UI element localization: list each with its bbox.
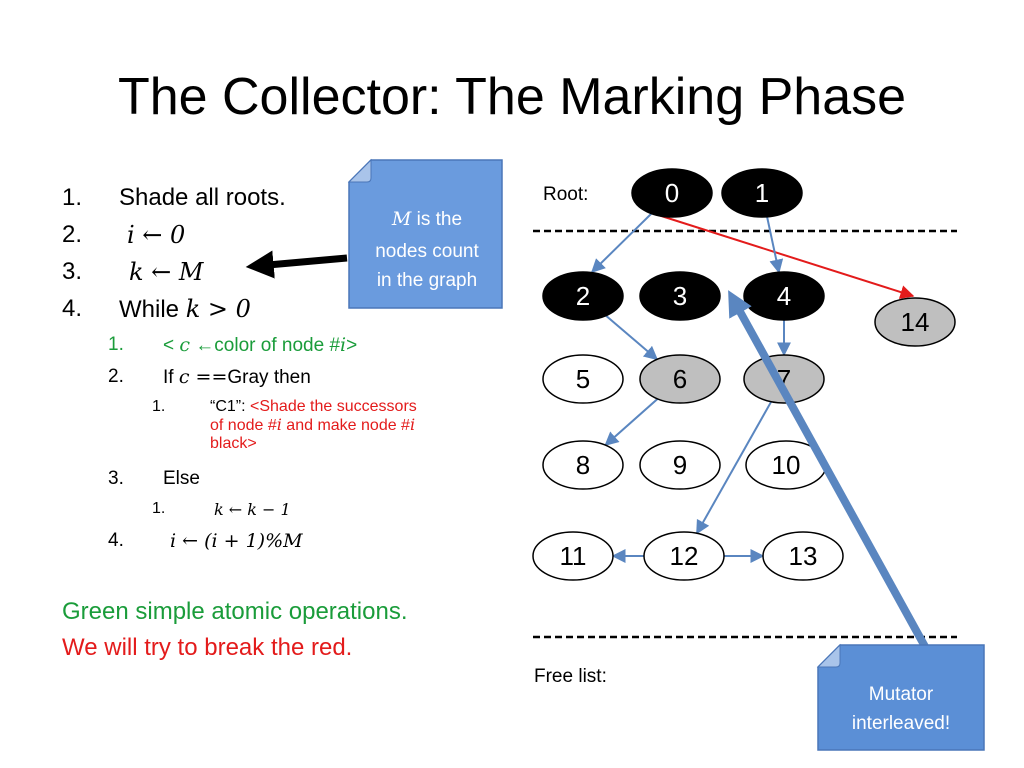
substep-2-1-red-line2b: and make node # (281, 417, 410, 434)
nodes-count-callout-line2: nodes count (375, 241, 479, 262)
graph-node-5: 5 (542, 354, 624, 404)
substep-2-1-number: 1. (152, 398, 166, 415)
step-3-number: 3. (62, 258, 83, 285)
graph-node-11-label: 11 (560, 541, 587, 571)
graph-node-14-shape (874, 297, 956, 347)
graph-node-10-label: 10 (772, 450, 801, 480)
edge-2-to-6 (601, 311, 659, 361)
graph-node-14-label: 14 (901, 307, 930, 337)
step-2-number: 2. (62, 221, 83, 248)
root-label: Root: (543, 184, 588, 205)
substep-2-math: c == (178, 366, 228, 388)
substep-1-c: c (179, 334, 191, 356)
mutator-callout-line2: interleaved! (852, 713, 950, 734)
graph-node-5-shape (542, 354, 624, 404)
substep-1-number: 1. (108, 334, 124, 355)
graph-node-3: 3 (639, 271, 721, 321)
nodes-count-callout: M is the nodes count in the graph (347, 158, 503, 309)
graph-node-11-shape (532, 531, 614, 581)
substep-2-1-i2: i (409, 415, 416, 434)
graph-node-0-label: 0 (665, 178, 679, 208)
graph-node-2-shape (542, 271, 624, 321)
substep-1-mid: ←color of node # (190, 335, 341, 356)
substep-2-pre: If (163, 367, 179, 388)
graph-node-8-shape (542, 440, 624, 490)
graph-node-6-shape (639, 354, 721, 404)
graph-node-4: 4 (743, 271, 825, 321)
graph-node-2-label: 2 (576, 281, 590, 311)
mutator-callout-line1: Mutator (869, 684, 934, 705)
graph-node-6: 6 (639, 354, 721, 404)
graph-node-3-label: 3 (673, 281, 687, 311)
nodes-count-callout-line3: in the graph (377, 270, 477, 291)
graph-node-5-label: 5 (576, 364, 590, 394)
edge-1-to-4 (765, 213, 784, 274)
nodes-count-callout-line1: M is the (391, 208, 462, 230)
substep-4-number: 4. (108, 530, 124, 551)
step-4-text: While (119, 296, 186, 323)
graph-node-7-shape (743, 354, 825, 404)
graph-node-1-shape (721, 168, 803, 218)
substep-2-1-red-line1: <Shade the successors (250, 398, 417, 415)
substep-2-1-quote: “C1”: (210, 398, 250, 415)
callout-pointer-arrow (245, 250, 348, 279)
slide-title: The Collector: The Marking Phase (117, 68, 907, 126)
graph-node-3-shape (639, 271, 721, 321)
substep-3-1-number: 1. (152, 500, 166, 517)
substep-2-post: Gray then (227, 367, 311, 388)
substep-3-number: 3. (108, 468, 124, 489)
graph-node-11: 11 (532, 531, 614, 581)
graph-node-13-shape (762, 531, 844, 581)
note-red-break: We will try to break the red. (62, 634, 353, 661)
substep-2-1-red-line3: black> (210, 435, 257, 452)
substep-1-i: i (340, 334, 347, 356)
graph-node-12-shape (643, 531, 725, 581)
graph-node-6-label: 6 (673, 364, 687, 394)
graph-node-13-label: 13 (789, 541, 818, 571)
step-4-math: k > 0 (185, 295, 251, 323)
edge-6-to-8 (604, 395, 662, 447)
free-list-label: Free list: (534, 666, 607, 687)
substep-2-1-i: i (276, 415, 282, 434)
graph-node-9: 9 (639, 440, 721, 490)
mutator-arrow (728, 290, 932, 654)
mutator-callout: Mutator interleaved! (816, 643, 985, 751)
graph-node-4-label: 4 (777, 281, 791, 311)
graph-node-10: 10 (745, 440, 827, 490)
step-1-number: 1. (62, 184, 83, 211)
graph-node-14: 14 (874, 297, 956, 347)
graph-node-8: 8 (542, 440, 624, 490)
graph-node-2: 2 (542, 271, 624, 321)
step-2-math: i ← 0 (127, 221, 186, 249)
graph-node-9-shape (639, 440, 721, 490)
substep-2-number: 2. (108, 366, 124, 387)
graph-node-13: 13 (762, 531, 844, 581)
substep-3-text: Else (163, 468, 200, 489)
step-4-number: 4. (62, 295, 83, 322)
graph-node-1-label: 1 (755, 178, 769, 208)
graph-node-0-shape (631, 168, 713, 218)
mutator-callout-fold (816, 643, 841, 668)
substep-1-pre: < (163, 335, 180, 356)
graph-node-1: 1 (721, 168, 803, 218)
note-green-atomic: Green simple atomic operations. (62, 598, 408, 625)
graph-node-9-label: 9 (673, 450, 687, 480)
graph-edges (591, 212, 915, 563)
step-3-math: k ← M (129, 258, 204, 286)
graph-node-12: 12 (643, 531, 725, 581)
nodes-count-callout-fold (347, 158, 372, 183)
step-1-text: Shade all roots. (119, 184, 286, 211)
edge-7-to-12 (695, 397, 774, 535)
graph-node-8-label: 8 (576, 450, 590, 480)
substep-4-math: i ← (i + 1)%M (170, 530, 303, 552)
substep-3-1-math: k ← k − 1 (214, 500, 291, 519)
edge-0-to-14 (654, 213, 915, 299)
graph-node-0: 0 (631, 168, 713, 218)
graph-node-12-label: 12 (670, 541, 699, 571)
edge-0-to-2 (591, 212, 653, 273)
substep-1-post: > (346, 335, 358, 356)
substep-2-1-red-line2a: of node # (210, 417, 277, 434)
